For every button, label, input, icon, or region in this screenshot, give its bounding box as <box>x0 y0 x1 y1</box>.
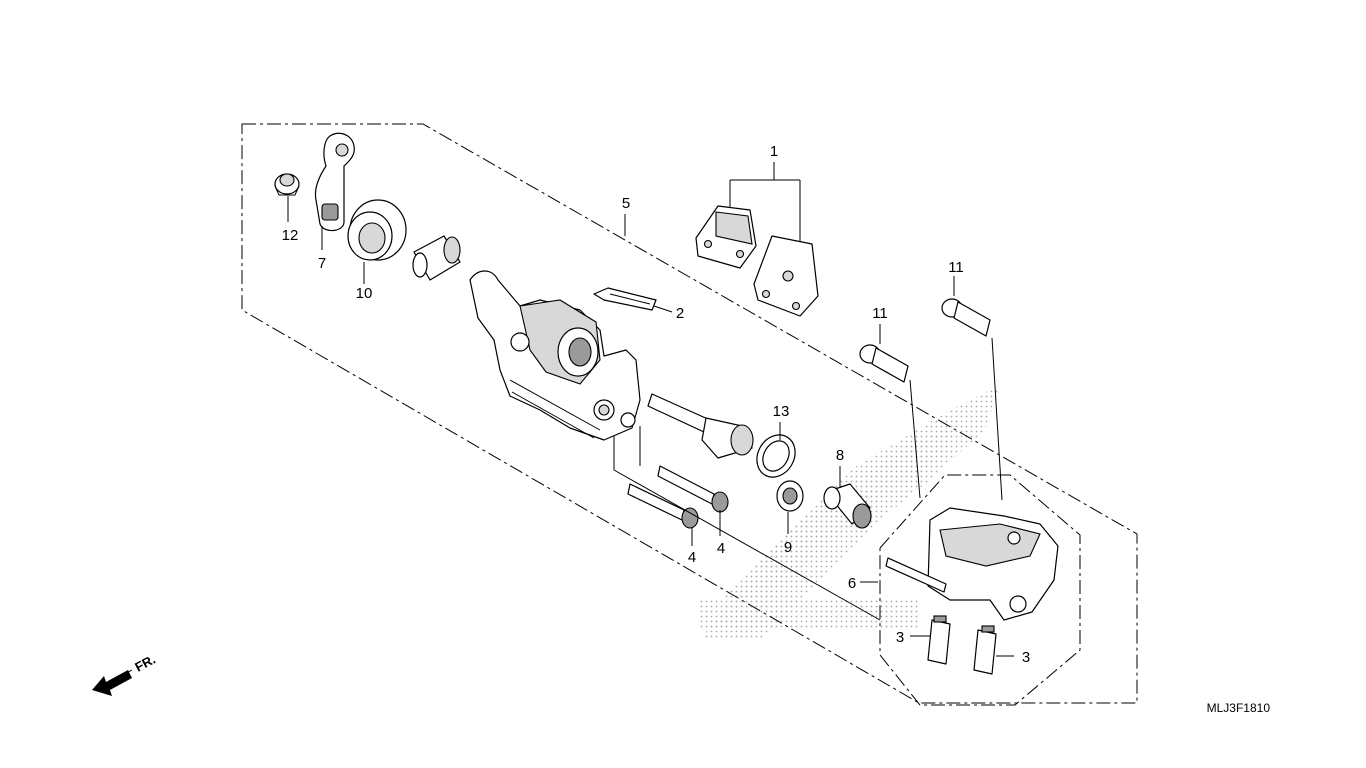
callout-3a: 3 <box>896 629 904 646</box>
bolt-11a[interactable] <box>859 344 909 383</box>
bolt-4a[interactable] <box>627 483 699 529</box>
callout-11b: 11 <box>948 259 964 276</box>
callouts: 1 2 3 3 4 4 5 6 7 8 9 10 11 11 12 13 <box>282 143 1031 666</box>
callout-7: 7 <box>318 255 326 272</box>
bushing[interactable] <box>412 235 461 281</box>
callout-4a: 4 <box>688 549 696 566</box>
sleeve-8[interactable] <box>823 483 872 529</box>
callout-4b: 4 <box>717 540 725 557</box>
pad-spring-3a[interactable] <box>927 615 951 665</box>
leader-lines <box>287 162 1014 657</box>
seal-9[interactable] <box>776 480 804 512</box>
bolt-4b[interactable] <box>657 465 729 513</box>
callout-13: 13 <box>773 403 790 420</box>
catalog-code: MLJ3F1810 <box>1207 701 1271 715</box>
o-ring-13[interactable] <box>749 428 802 484</box>
callout-8: 8 <box>836 447 844 464</box>
callout-12: 12 <box>282 227 299 244</box>
callout-2: 2 <box>676 305 684 322</box>
callout-6: 6 <box>848 575 856 592</box>
pad-spring-3b[interactable] <box>973 625 997 675</box>
caliper-body-5[interactable] <box>469 270 641 441</box>
front-direction-arrow: FR. <box>92 652 158 696</box>
arrow-left-icon <box>92 670 132 696</box>
clip-2[interactable] <box>593 287 657 311</box>
callout-5: 5 <box>622 195 630 212</box>
callout-11a: 11 <box>872 305 888 322</box>
callout-9: 9 <box>784 539 792 556</box>
callout-1: 1 <box>770 143 778 160</box>
nut-12[interactable] <box>274 173 300 196</box>
bolt-11b[interactable] <box>941 298 991 337</box>
callout-3b: 3 <box>1022 649 1030 666</box>
assembly-outline-5 <box>241 123 1138 704</box>
front-label: FR. <box>132 652 158 675</box>
callout-10: 10 <box>356 285 373 302</box>
lever-7[interactable] <box>314 132 355 232</box>
brake-pad-1b[interactable] <box>753 235 819 317</box>
brake-pad-1a[interactable] <box>695 205 757 269</box>
slide-pin-shaft[interactable] <box>647 393 754 459</box>
assembly-outline-6 <box>879 474 1081 706</box>
bracket-6[interactable] <box>885 507 1059 621</box>
boot-10[interactable] <box>347 199 407 261</box>
